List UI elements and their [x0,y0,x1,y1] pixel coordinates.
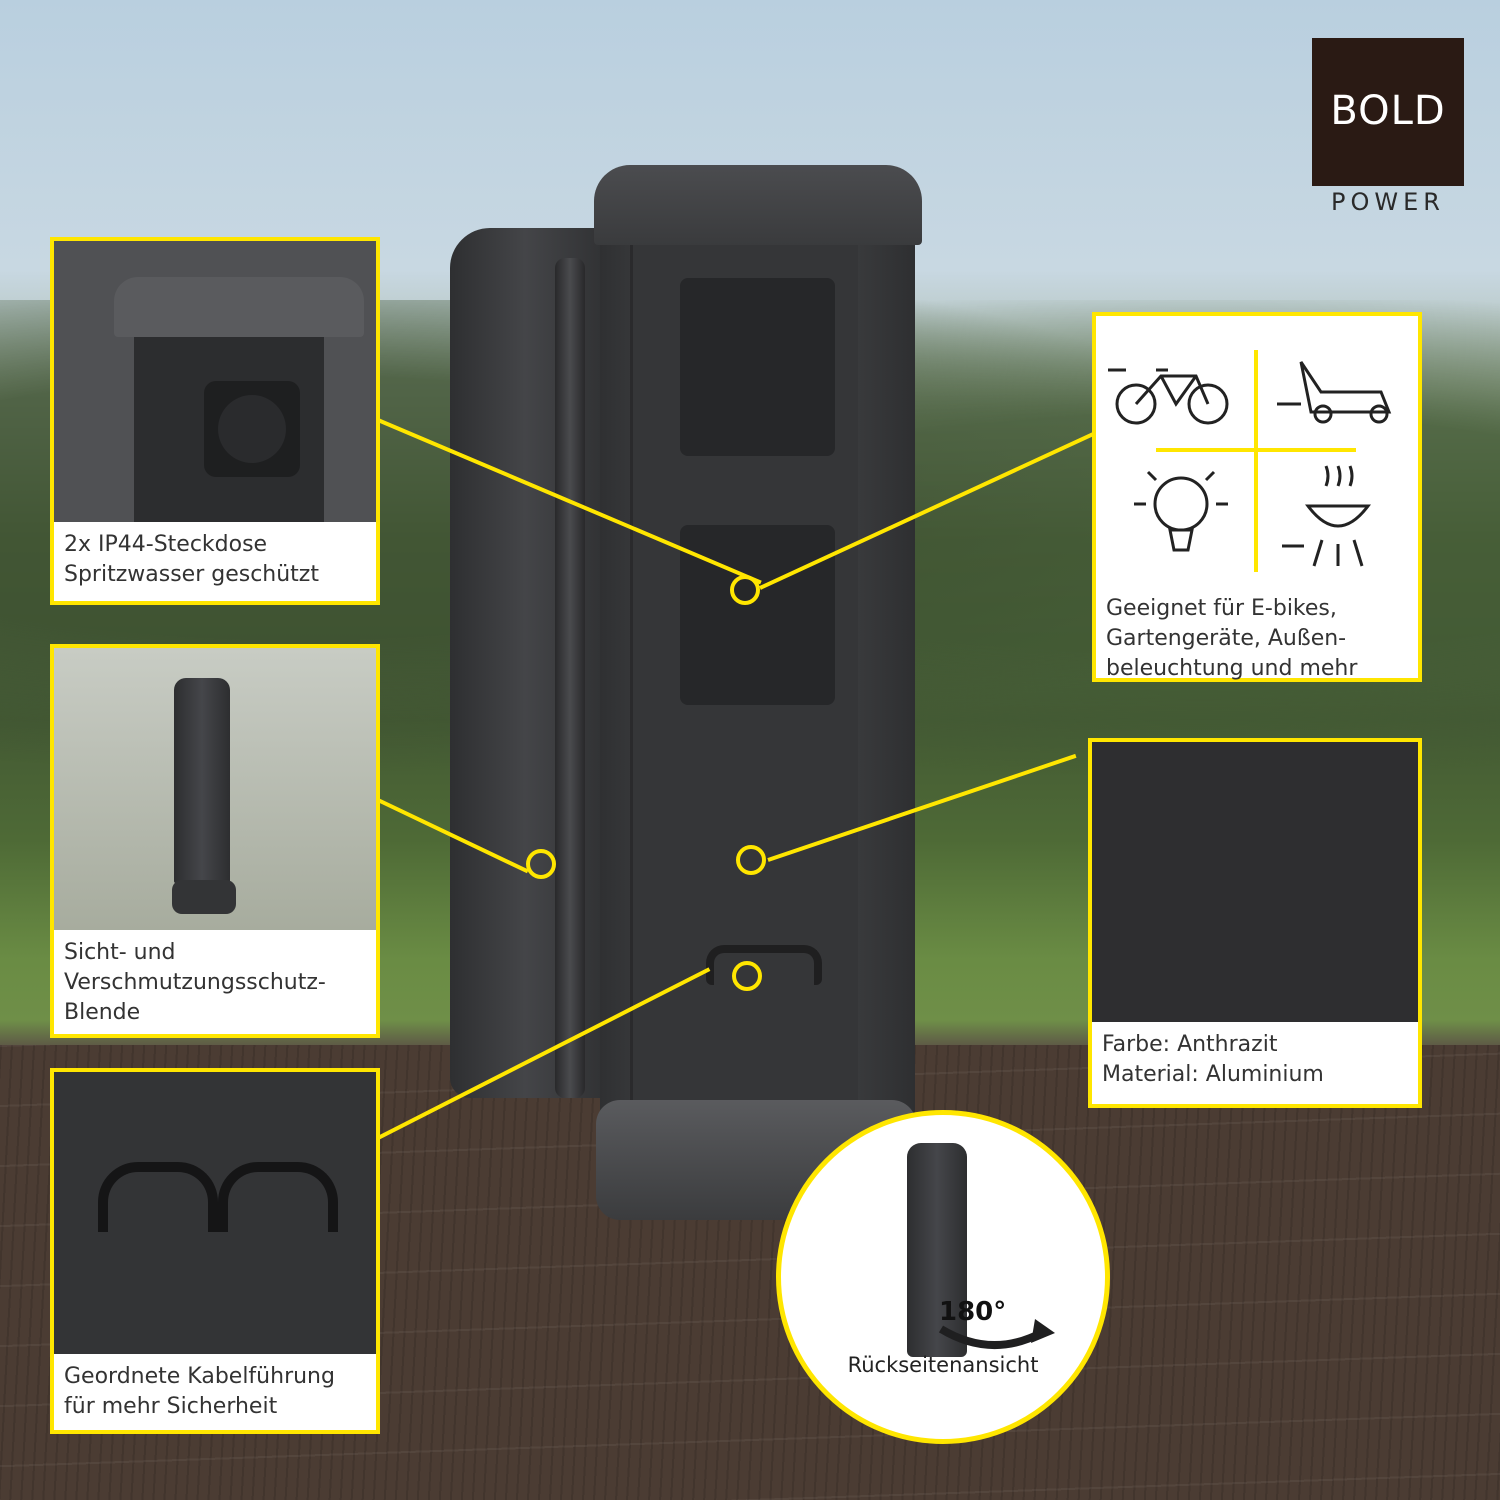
logo-wordmark: BOLD [1330,88,1446,134]
back-view-caption: Rückseitenansicht [847,1353,1039,1377]
logo-subtitle: POWER [1331,188,1445,216]
back-view-pillar [907,1143,967,1357]
rotate-arrow-icon [938,1319,1055,1350]
cable-callout: Geordnete Kabelführung für mehr Sicherhe… [50,1068,380,1434]
callout-dot [526,849,556,879]
cover-ridge [555,258,585,1098]
brand-logo: BOLD [1312,38,1464,186]
lawnmower-icon [1277,361,1392,424]
cable-caption: Geordnete Kabelführung für mehr Sicherhe… [54,1356,376,1430]
e-bike-icon [1108,368,1229,425]
material-swatch [1092,742,1418,1022]
back-view-callout: 180° Rückseitenansicht [776,1110,1110,1444]
closed-pillar-photo [54,648,376,930]
cover-callout: Sicht- und Verschmutzungsschutz- Blende [50,644,380,1038]
cable-clip [706,945,822,985]
rotation-label: 180° [939,1297,1007,1327]
cable-clip-photo [54,1072,376,1354]
socket-caption: 2x IP44-Steckdose Spritzwasser geschützt [54,524,376,601]
usage-caption: Geeignet für E-bikes, Gartengeräte, Auße… [1096,588,1418,681]
socket-lid-top [680,278,835,456]
material-caption: Farbe: Anthrazit Material: Aluminium [1092,1024,1418,1104]
usage-callout: Geeignet für E-bikes, Gartengeräte, Auße… [1092,312,1422,682]
light-bulb-icon [1134,470,1228,552]
material-callout: Farbe: Anthrazit Material: Aluminium [1088,738,1422,1108]
callout-dot [736,845,766,875]
socket-photo [54,241,376,522]
divider-vertical [1254,350,1258,572]
socket-callout: 2x IP44-Steckdose Spritzwasser geschützt [50,237,380,605]
callout-dot [730,575,760,605]
socket-lid-bottom [680,525,835,705]
cover-caption: Sicht- und Verschmutzungsschutz- Blende [54,932,376,1034]
pillar-cap [594,165,922,245]
divider-horizontal [1156,448,1356,452]
grill-icon [1282,465,1372,567]
callout-dot [732,961,762,991]
usage-icons [1096,316,1418,586]
